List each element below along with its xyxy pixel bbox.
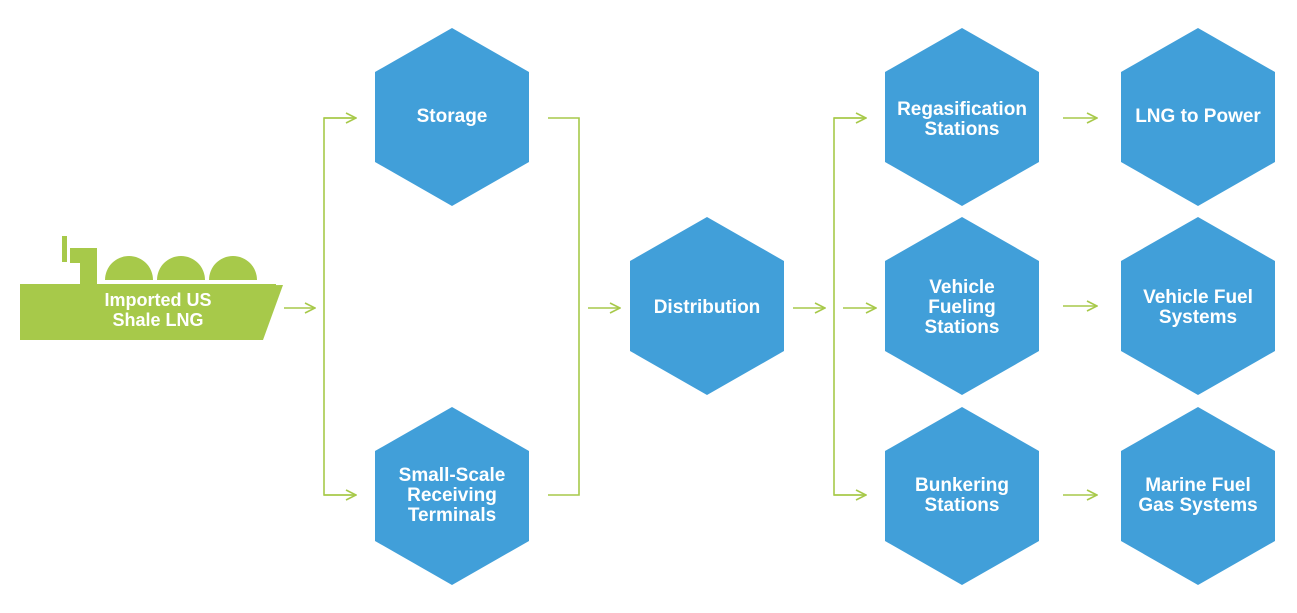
distribution-label: Distribution <box>622 298 792 318</box>
vehicle-fueling-label-line: Stations <box>924 317 1000 338</box>
bunkering-hexagon <box>885 407 1039 585</box>
bracket-to-storage-terminals <box>323 117 356 496</box>
storage-label-line: Storage <box>416 106 488 127</box>
storage-label: Storage <box>367 107 537 127</box>
ship-label-line: Shale LNG <box>112 310 204 330</box>
bracket-to-stations <box>833 117 866 496</box>
vehicle-fueling-label-line: Fueling <box>928 297 996 318</box>
small-scale-label: Small-Scale Receiving Terminals <box>367 466 537 526</box>
bunkering-label-line: Stations <box>924 495 1000 516</box>
ship-label: Imported US Shale LNG <box>73 290 243 330</box>
regasification-hexagon <box>885 28 1039 206</box>
hexagons <box>375 28 1275 585</box>
lng-power-hexagon <box>1121 28 1275 206</box>
marine-fuel-hexagon <box>1121 407 1275 585</box>
vehicle-fueling-label-line: Vehicle <box>929 277 995 298</box>
small-scale-label-line: Receiving <box>407 485 497 506</box>
vehicle-fuel-hexagon <box>1121 217 1275 395</box>
vehicle-fueling-label: Vehicle Fueling Stations <box>877 278 1047 338</box>
vehicle-fuel-label-line: Vehicle Fuel <box>1143 287 1253 308</box>
distribution-label-line: Distribution <box>653 297 761 318</box>
regasification-label-line: Stations <box>924 119 1000 140</box>
small-scale-label-line: Small-Scale <box>398 465 506 486</box>
small-scale-hexagon <box>375 407 529 585</box>
lng-tanker-ship-icon <box>20 236 283 340</box>
distribution-hexagon <box>630 217 784 395</box>
vehicle-fuel-label: Vehicle Fuel Systems <box>1113 288 1283 328</box>
lng-power-label-line: LNG to Power <box>1135 106 1261 127</box>
regasification-label-line: Regasification <box>897 99 1027 120</box>
storage-hexagon <box>375 28 529 206</box>
bracket-from-storage-terminals <box>548 117 580 496</box>
ship-label-line: Imported US <box>104 290 212 310</box>
vehicle-fuel-label-line: Systems <box>1158 307 1238 328</box>
lng-power-label: LNG to Power <box>1113 107 1283 127</box>
vehicle-fueling-hexagon <box>885 217 1039 395</box>
marine-fuel-label: Marine Fuel Gas Systems <box>1113 476 1283 516</box>
marine-fuel-label-line: Gas Systems <box>1138 495 1258 516</box>
small-scale-label-line: Terminals <box>407 505 497 526</box>
connectors <box>284 118 1097 495</box>
marine-fuel-label-line: Marine Fuel <box>1145 475 1251 496</box>
bunkering-label-line: Bunkering <box>915 475 1009 496</box>
bunkering-label: Bunkering Stations <box>877 476 1047 516</box>
regasification-label: Regasification Stations <box>877 100 1047 140</box>
